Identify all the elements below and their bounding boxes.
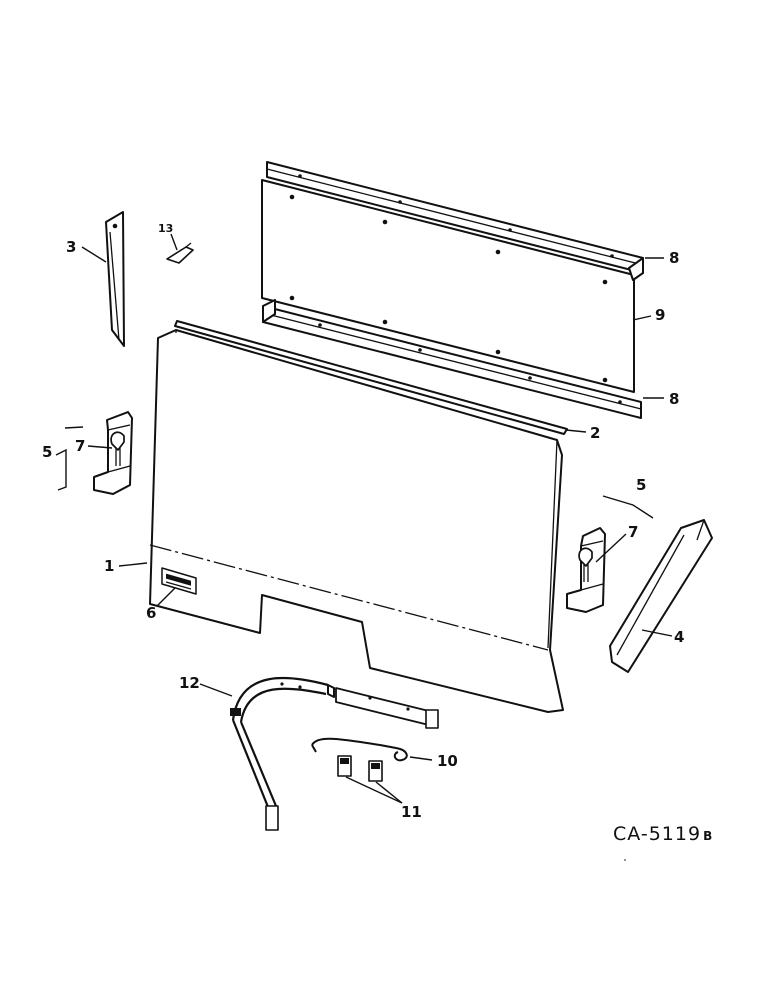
leader-lines bbox=[55, 233, 673, 804]
callout-7-right: 7 bbox=[628, 523, 638, 541]
callout-13: 13 bbox=[158, 222, 173, 235]
callout-2: 2 bbox=[590, 424, 600, 442]
callout-7-left: 7 bbox=[75, 437, 85, 455]
part-10-hook bbox=[311, 737, 408, 762]
part-8-lower-angle-strip bbox=[262, 299, 642, 419]
scan-speck bbox=[624, 859, 626, 861]
part-1-main-shield bbox=[149, 329, 564, 713]
callout-5-right: 5 bbox=[636, 476, 646, 494]
part-11-clips bbox=[337, 755, 383, 782]
part-4-support bbox=[609, 519, 713, 673]
callout-3: 3 bbox=[66, 238, 76, 256]
callout-1: 1 bbox=[104, 557, 114, 575]
part-7-latch-left bbox=[110, 431, 125, 466]
part-8-upper-angle-strip bbox=[266, 161, 644, 281]
part-3-strap bbox=[105, 211, 125, 347]
part-9-panel bbox=[261, 179, 635, 393]
callout-4: 4 bbox=[674, 628, 684, 646]
part-12-rod-arm bbox=[230, 676, 439, 831]
callout-6: 6 bbox=[146, 604, 156, 622]
callout-11: 11 bbox=[401, 803, 422, 821]
part-5-right-bracket bbox=[566, 527, 606, 613]
callout-5-left: 5 bbox=[42, 443, 52, 461]
callout-9: 9 bbox=[655, 306, 665, 324]
callout-labels: 3 13 8 9 8 2 5 7 1 6 5 7 4 12 10 11 bbox=[42, 222, 684, 821]
part-5-left-bracket bbox=[93, 411, 133, 495]
callout-8-upper: 8 bbox=[669, 249, 679, 267]
callout-8-lower: 8 bbox=[669, 390, 679, 408]
callout-10: 10 bbox=[437, 752, 458, 770]
part-13-clip bbox=[166, 242, 194, 264]
part-6-decal bbox=[161, 567, 197, 595]
callout-12: 12 bbox=[179, 674, 200, 692]
part-7-latch-right bbox=[578, 547, 593, 582]
part-2-rod bbox=[174, 320, 568, 435]
